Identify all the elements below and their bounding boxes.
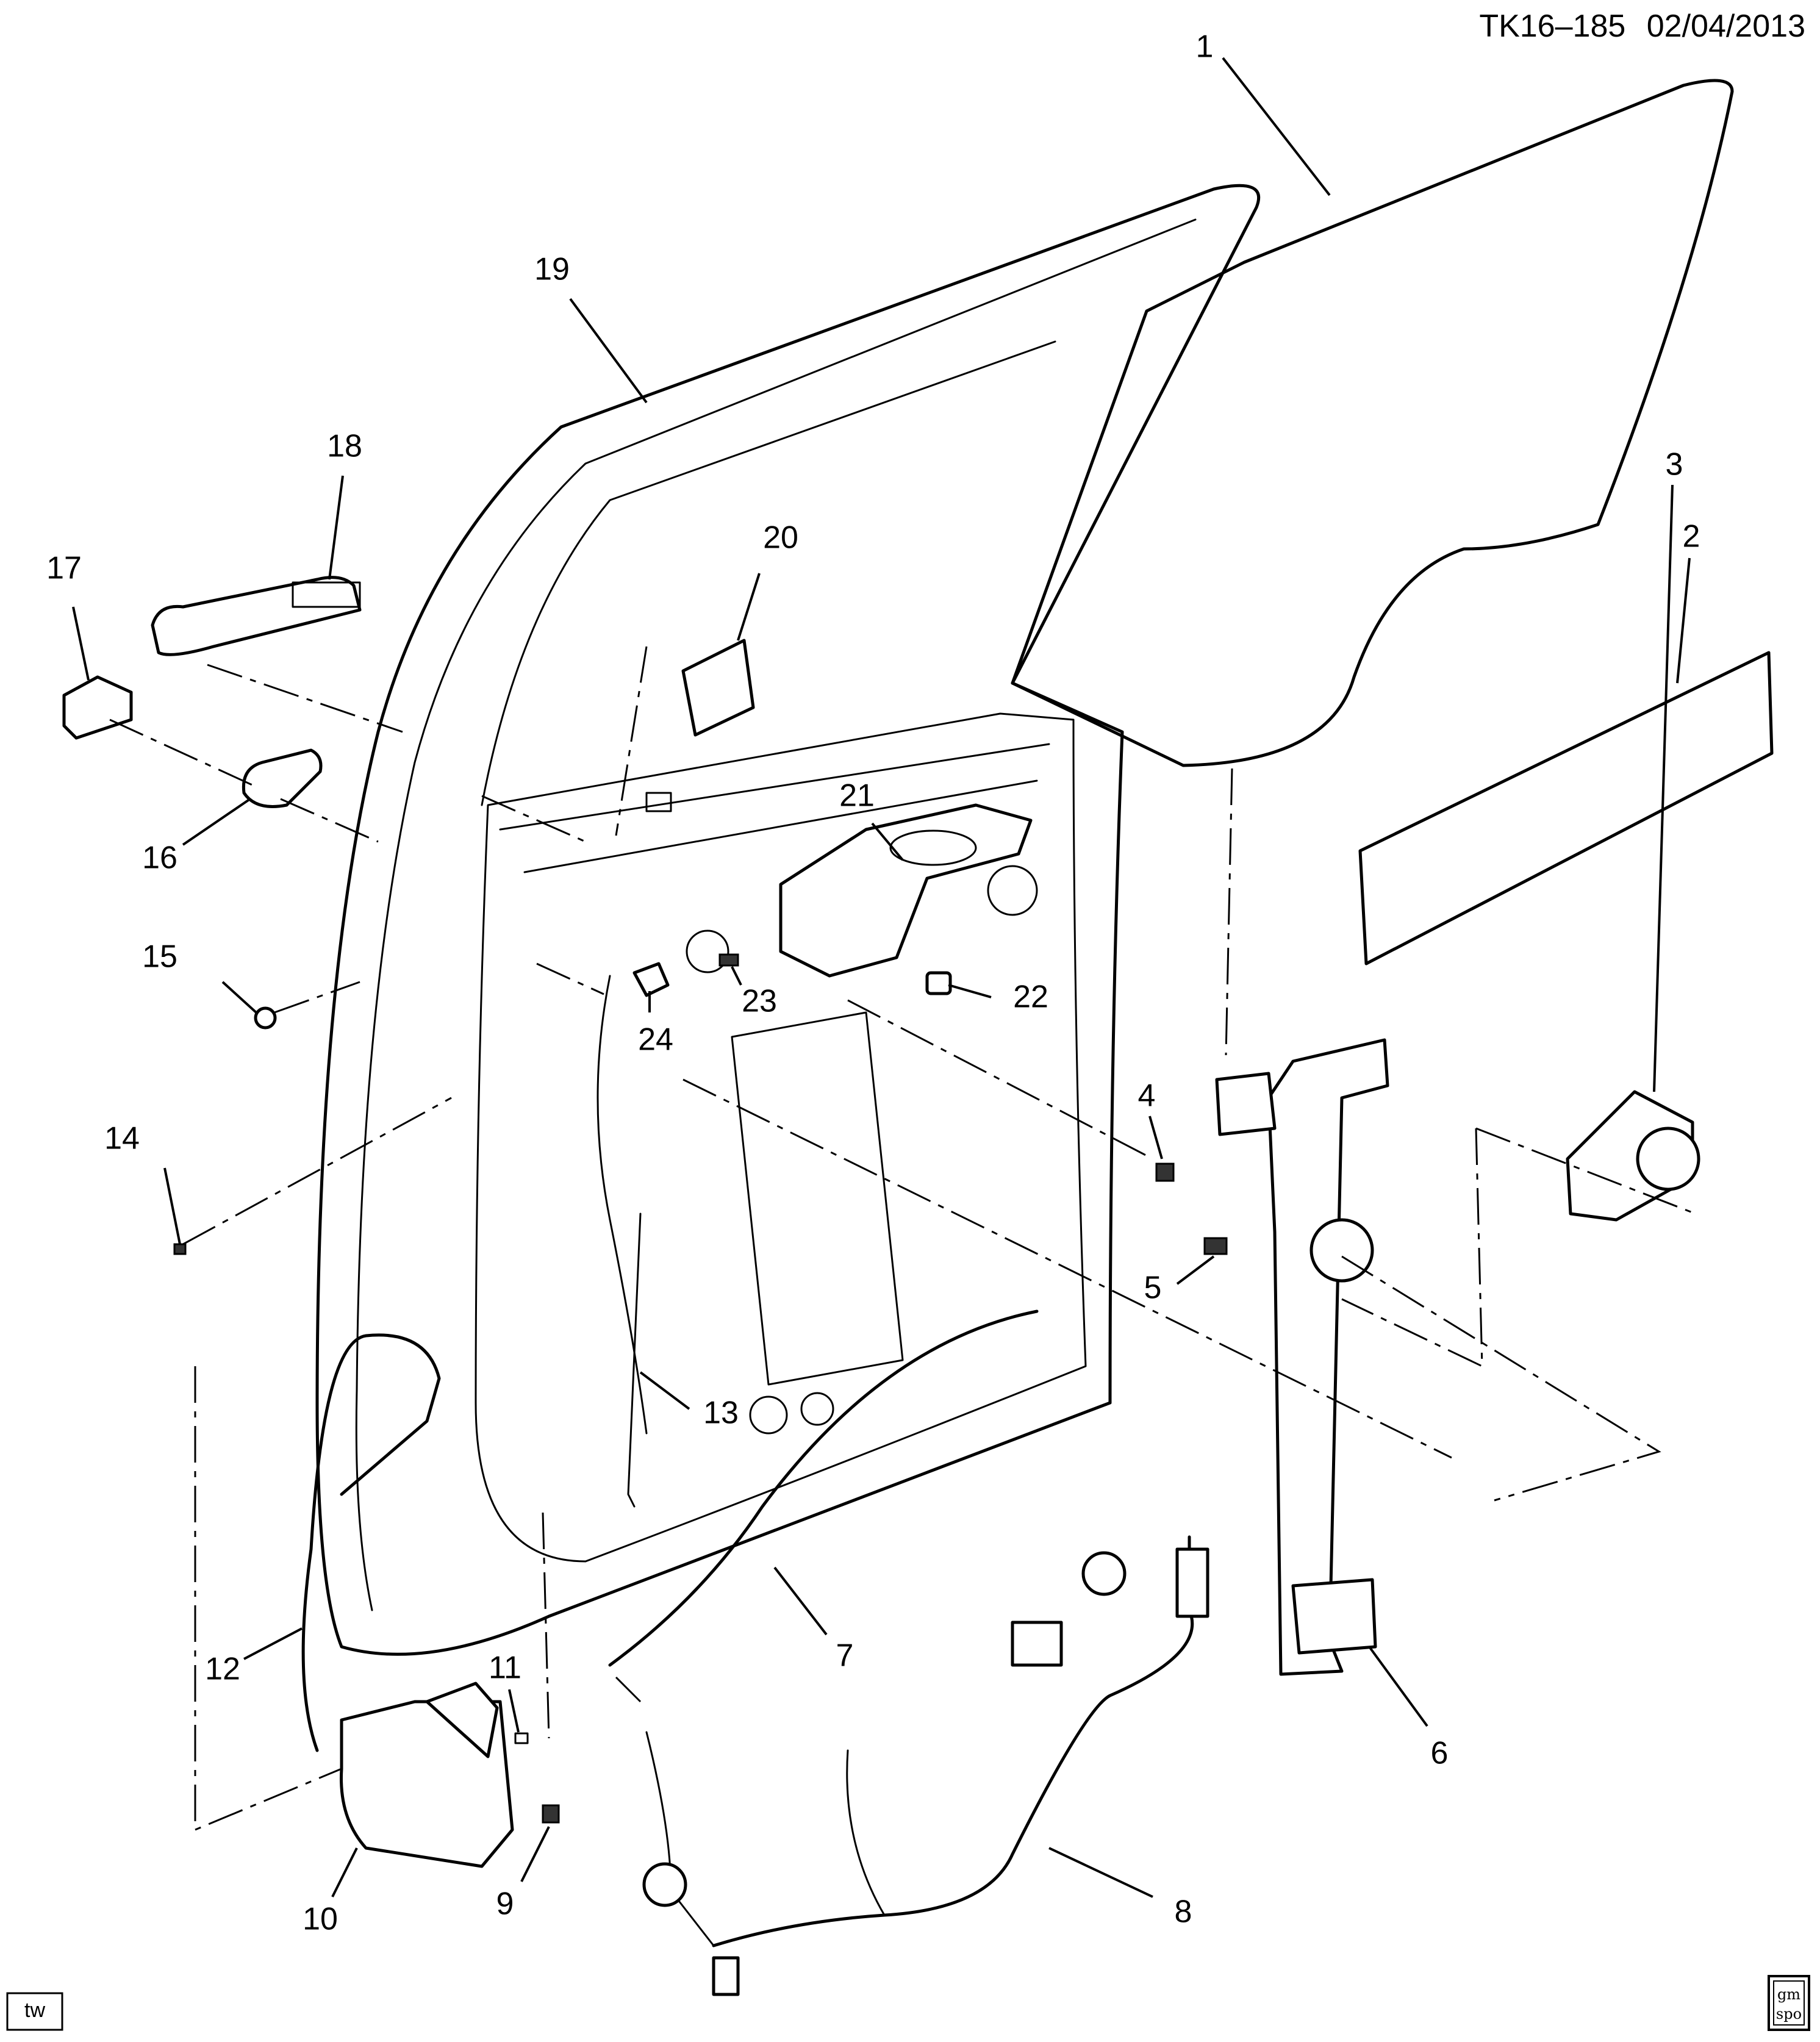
part-nut-4 xyxy=(1155,1163,1175,1182)
callout-labels: 1 2 3 4 5 6 7 8 9 10 11 12 13 14 15 16 1… xyxy=(46,29,1700,1937)
part-outside-handle xyxy=(151,576,362,656)
part-wiring-harness xyxy=(642,1535,1209,1996)
part-inside-handle xyxy=(779,803,1033,978)
callout-7: 7 xyxy=(836,1638,854,1674)
footer-tag-text: tw xyxy=(24,1999,45,2022)
gm-spo-logo: gm spo xyxy=(1768,1975,1810,2031)
callout-8: 8 xyxy=(1175,1894,1192,1930)
callout-4: 4 xyxy=(1138,1078,1156,1114)
part-window-regulator xyxy=(1215,1038,1389,1676)
part-inside-handle-cable xyxy=(608,1309,1039,1667)
callout-15: 15 xyxy=(142,939,177,975)
callout-16: 16 xyxy=(142,840,177,876)
callout-11: 11 xyxy=(489,1650,521,1686)
logo-top-text: gm xyxy=(1777,1986,1800,2003)
footer-tag: tw xyxy=(6,1992,63,2031)
drawing-id: TK16–185 xyxy=(1479,9,1625,44)
callout-12: 12 xyxy=(205,1652,240,1687)
part-cover xyxy=(681,639,755,737)
part-door-shell xyxy=(315,184,1261,1656)
callout-9: 9 xyxy=(496,1886,514,1922)
callout-19: 19 xyxy=(534,252,570,287)
callout-18: 18 xyxy=(327,429,362,464)
part-bolt-14 xyxy=(173,1243,187,1255)
part-clip-24 xyxy=(632,962,670,997)
part-handle-gasket xyxy=(242,748,323,808)
callout-3: 3 xyxy=(1666,447,1683,482)
callout-14: 14 xyxy=(104,1121,140,1156)
part-screw-23 xyxy=(718,953,739,967)
part-bolt-5 xyxy=(1203,1237,1228,1255)
part-window-glass xyxy=(1011,79,1734,767)
part-door-latch xyxy=(340,1682,514,1868)
part-clip-11 xyxy=(514,1732,529,1744)
drawing-header: TK16–185 02/04/2013 xyxy=(1479,9,1805,44)
part-lock-rod xyxy=(597,975,648,1508)
callout-5: 5 xyxy=(1144,1270,1162,1306)
part-latch-cable xyxy=(301,1333,441,1752)
callout-23: 23 xyxy=(742,984,777,1019)
callout-1: 1 xyxy=(1196,29,1214,65)
part-plug xyxy=(254,1006,277,1030)
callout-21: 21 xyxy=(839,778,875,814)
callout-13: 13 xyxy=(703,1395,739,1431)
callout-17: 17 xyxy=(46,551,82,586)
leader-lines xyxy=(72,57,1691,1898)
callout-22: 22 xyxy=(1013,980,1048,1015)
callout-24: 24 xyxy=(638,1022,673,1058)
callout-2: 2 xyxy=(1683,519,1700,554)
callout-20: 20 xyxy=(763,520,798,556)
part-regulator-motor xyxy=(1566,1090,1700,1222)
callout-6: 6 xyxy=(1431,1736,1449,1771)
part-latch-bolt-9 xyxy=(542,1804,560,1824)
part-glass-run-strip xyxy=(1358,651,1774,965)
assembly-lines xyxy=(109,646,1696,1832)
logo-bottom-text: spo xyxy=(1776,2005,1802,2022)
callout-10: 10 xyxy=(303,1902,338,1937)
part-handle-cap xyxy=(62,675,133,740)
drawing-date: 02/04/2013 xyxy=(1647,9,1805,44)
part-clip-22 xyxy=(925,971,952,995)
